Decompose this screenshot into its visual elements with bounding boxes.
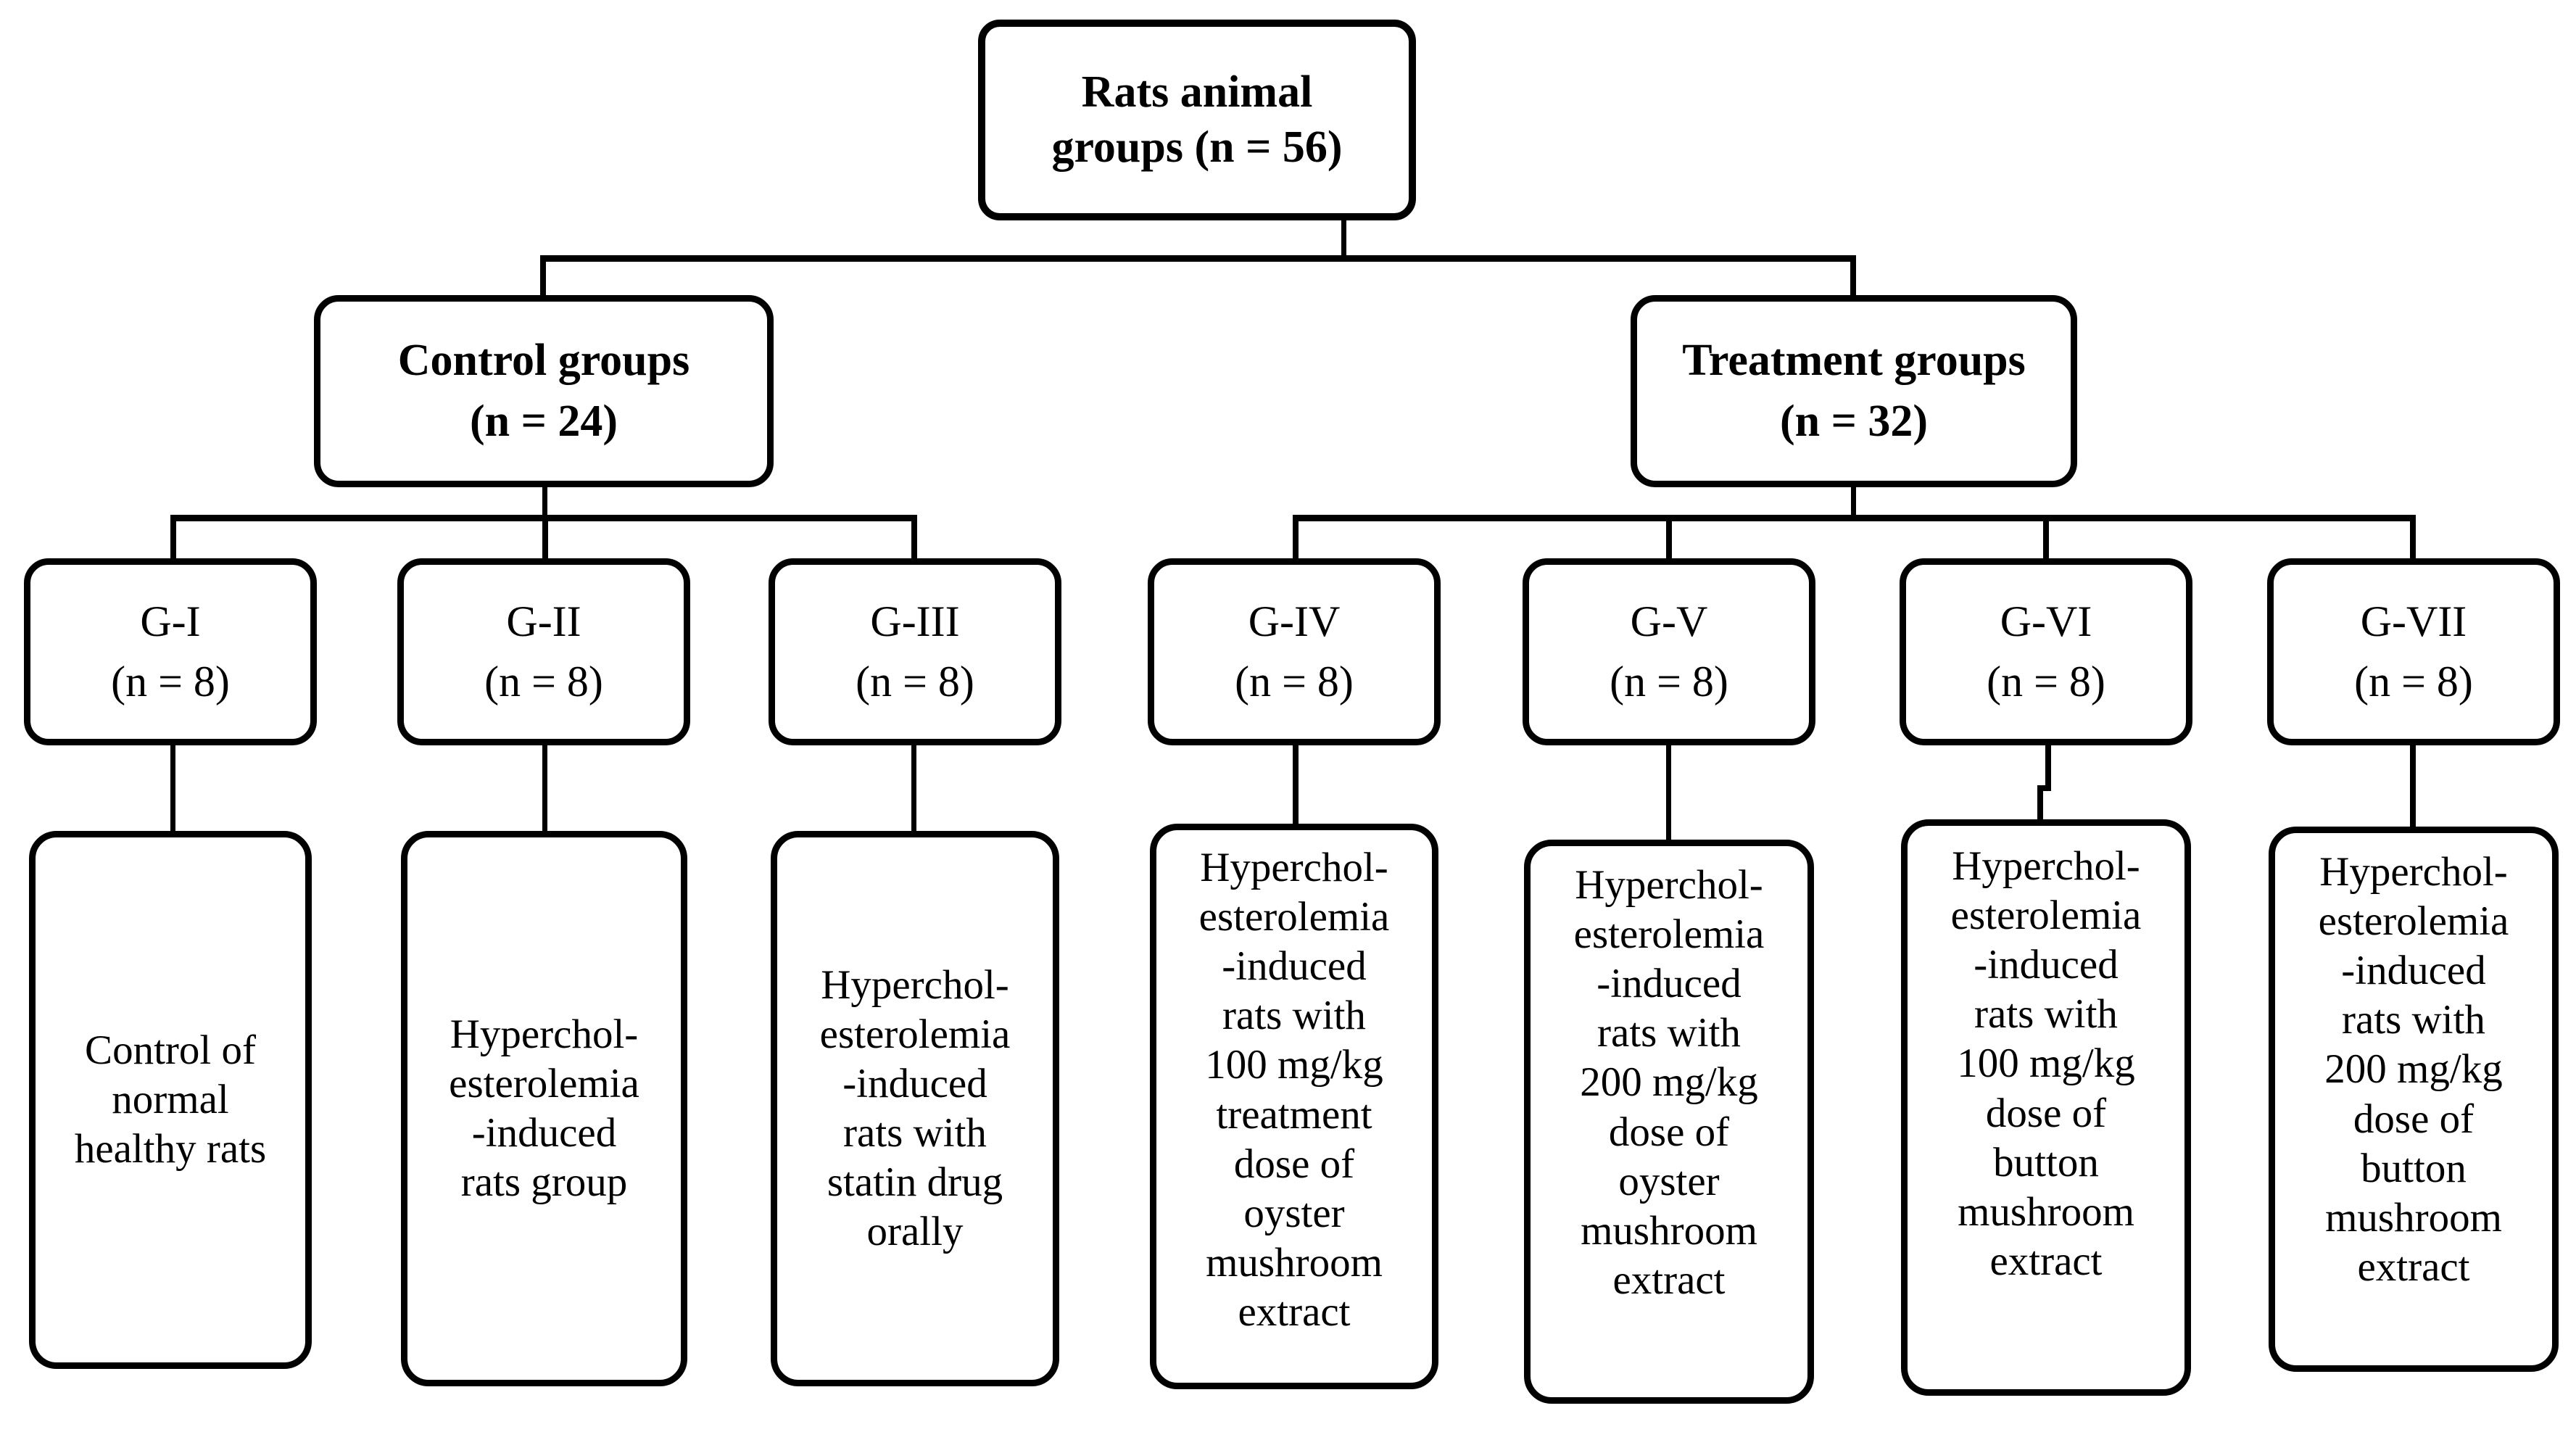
- node-desc-g6[interactable]: Hyperchol- esterolemia -induced rats wit…: [1901, 819, 2191, 1396]
- node-desc-g1-text: Control of normal healthy rats: [74, 1027, 267, 1172]
- node-group-g2[interactable]: G-II (n = 8): [397, 558, 690, 745]
- node-control-groups[interactable]: Control groups (n = 24): [314, 295, 774, 487]
- node-group-g7[interactable]: G-VII (n = 8): [2267, 558, 2560, 745]
- node-group-g5[interactable]: G-V (n = 8): [1523, 558, 1815, 745]
- node-treatment-groups[interactable]: Treatment groups (n = 32): [1631, 295, 2077, 487]
- node-desc-g3[interactable]: Hyperchol- esterolemia -induced rats wit…: [771, 831, 1059, 1386]
- node-group-g5-label: G-V (n = 8): [1610, 597, 1728, 705]
- connector-control-stem: [542, 480, 547, 518]
- connector-g5-to-desc: [1666, 742, 1671, 843]
- node-desc-g3-text: Hyperchol- esterolemia -induced rats wit…: [819, 961, 1011, 1255]
- node-root-label: Rats animal groups (n = 56): [1051, 67, 1343, 172]
- connector-treatment-drop-g5: [1666, 515, 1672, 563]
- node-desc-g4[interactable]: Hyperchol- esterolemia -induced rats wit…: [1150, 824, 1438, 1389]
- connector-g3-to-desc: [911, 742, 916, 835]
- node-group-g6[interactable]: G-VI (n = 8): [1900, 558, 2192, 745]
- node-desc-g7[interactable]: Hyperchol- esterolemia -induced rats wit…: [2269, 827, 2559, 1372]
- connector-g6-to-desc-lower: [2037, 785, 2043, 823]
- connector-treatment-stem: [1851, 480, 1856, 518]
- connector-to-control-groups: [540, 255, 546, 300]
- connector-treatment-bus: [1293, 515, 2416, 521]
- connector-treatment-drop-g4: [1293, 515, 1299, 563]
- node-desc-g5-text: Hyperchol- esterolemia -induced rats wit…: [1573, 862, 1765, 1303]
- connector-g1-to-desc: [170, 742, 175, 835]
- node-root[interactable]: Rats animal groups (n = 56): [978, 20, 1416, 220]
- node-group-g7-label: G-VII (n = 8): [2354, 597, 2473, 705]
- connector-to-treatment-groups: [1850, 255, 1856, 300]
- node-desc-g7-text: Hyperchol- esterolemia -induced rats wit…: [2318, 849, 2509, 1290]
- node-group-g3[interactable]: G-III (n = 8): [769, 558, 1061, 745]
- node-group-g1[interactable]: G-I (n = 8): [24, 558, 317, 745]
- node-group-g6-label: G-VI (n = 8): [1987, 597, 2105, 705]
- connector-g6-to-desc-jog: [2037, 785, 2051, 791]
- node-group-g4-label: G-IV (n = 8): [1235, 597, 1354, 705]
- node-desc-g5[interactable]: Hyperchol- esterolemia -induced rats wit…: [1524, 840, 1814, 1404]
- node-desc-g2-text: Hyperchol- esterolemia -induced rats gro…: [449, 1011, 639, 1206]
- node-control-groups-label: Control groups (n = 24): [397, 336, 690, 446]
- node-desc-g2[interactable]: Hyperchol- esterolemia -induced rats gro…: [401, 831, 687, 1386]
- node-group-g2-label: G-II (n = 8): [484, 597, 603, 705]
- node-group-g1-label: G-I (n = 8): [111, 597, 230, 705]
- node-desc-g4-text: Hyperchol- esterolemia -induced rats wit…: [1198, 845, 1390, 1335]
- node-desc-g6-text: Hyperchol- esterolemia -induced rats wit…: [1950, 843, 2142, 1284]
- connector-control-drop-g3: [911, 515, 917, 563]
- node-treatment-groups-label: Treatment groups (n = 32): [1682, 336, 2026, 446]
- node-group-g4[interactable]: G-IV (n = 8): [1148, 558, 1441, 745]
- connector-treatment-drop-g6: [2043, 515, 2049, 563]
- connector-root-stem: [1341, 213, 1346, 258]
- connector-g4-to-desc: [1293, 742, 1299, 827]
- node-group-g3-label: G-III (n = 8): [856, 597, 974, 705]
- connector-g7-to-desc: [2410, 742, 2416, 830]
- connector-g2-to-desc: [542, 742, 547, 835]
- connector-treatment-drop-g7: [2410, 515, 2416, 563]
- connector-g6-to-desc-upper: [2045, 742, 2051, 787]
- connector-level1-bus: [540, 255, 1856, 262]
- node-desc-g1[interactable]: Control of normal healthy rats: [29, 831, 312, 1369]
- connector-control-drop-g2: [542, 515, 548, 563]
- connector-control-drop-g1: [170, 515, 176, 563]
